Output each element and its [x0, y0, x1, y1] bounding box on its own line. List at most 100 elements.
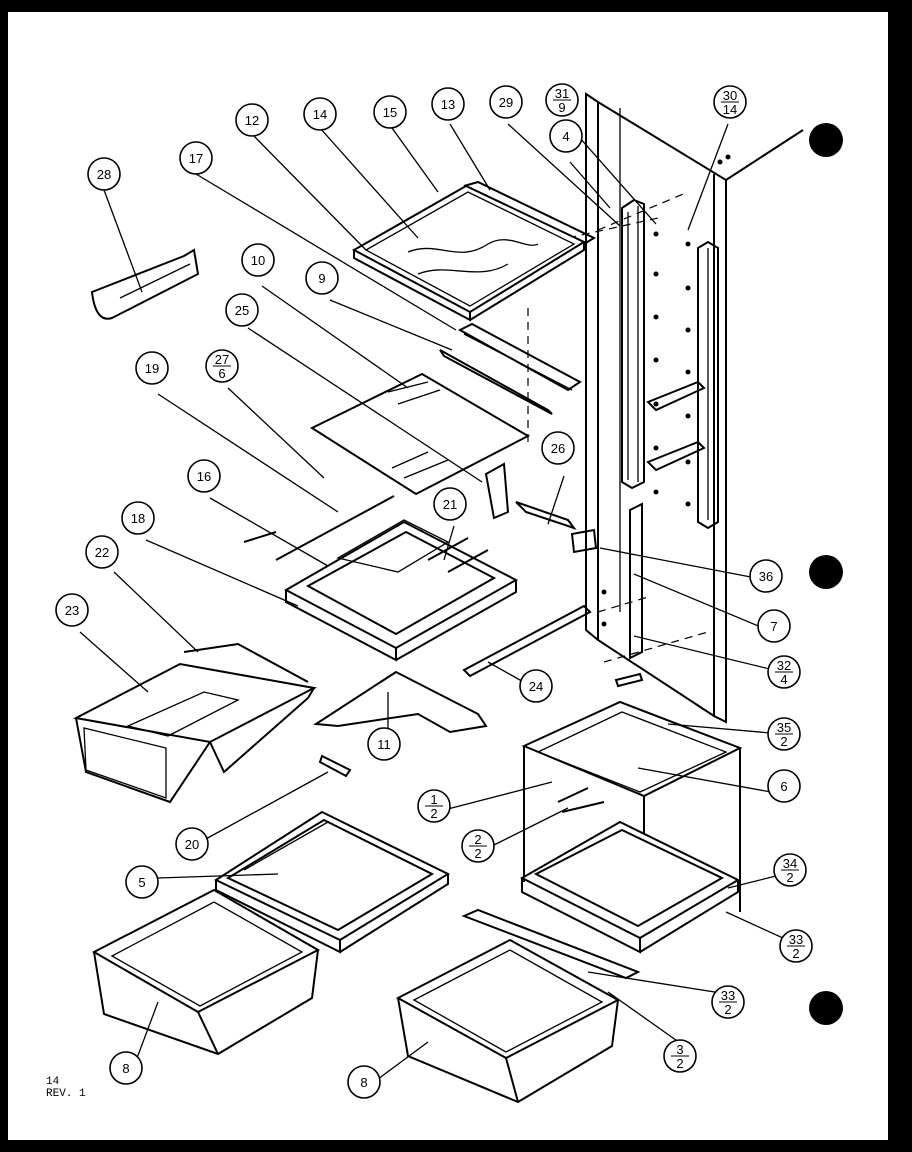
- svg-text:33: 33: [789, 932, 803, 947]
- callout: 23: [55, 593, 89, 627]
- svg-text:2: 2: [792, 946, 799, 961]
- callout: 29: [489, 85, 523, 119]
- callout: 19: [135, 351, 169, 385]
- shelf-ladder-rail: [621, 198, 719, 660]
- svg-text:14: 14: [723, 102, 737, 117]
- svg-text:19: 19: [145, 361, 159, 376]
- callout: 16: [187, 459, 221, 493]
- shelf-slide-bracket: [484, 462, 598, 554]
- svg-text:2: 2: [474, 832, 481, 847]
- lower-left-shelf: [213, 810, 451, 954]
- shelf-rail-assembly: [439, 322, 582, 415]
- callout: 22: [461, 829, 495, 863]
- svg-text:32: 32: [777, 658, 791, 673]
- callout: 22: [85, 535, 119, 569]
- leader-lines: [79, 119, 797, 1089]
- svg-text:5: 5: [138, 875, 145, 890]
- svg-text:15: 15: [383, 105, 397, 120]
- svg-text:2: 2: [786, 870, 793, 885]
- drawer-slide-rail: [462, 604, 592, 678]
- svg-text:25: 25: [235, 303, 249, 318]
- svg-text:10: 10: [251, 253, 265, 268]
- svg-text:13: 13: [441, 97, 455, 112]
- cabinet-side-wall: [585, 92, 804, 724]
- callout: 5: [125, 865, 159, 899]
- svg-text:22: 22: [95, 545, 109, 560]
- callout: 15: [373, 95, 407, 129]
- svg-text:35: 35: [777, 720, 791, 735]
- page-number: 14: [46, 1076, 60, 1088]
- punch-hole: [809, 123, 843, 157]
- svg-text:20: 20: [185, 837, 199, 852]
- svg-text:33: 33: [721, 988, 735, 1003]
- svg-text:21: 21: [443, 497, 457, 512]
- callout: 24: [519, 669, 553, 703]
- svg-text:9: 9: [558, 100, 565, 115]
- svg-text:1: 1: [430, 792, 437, 807]
- revision-label: REV. 1: [46, 1088, 86, 1100]
- callout: 276: [205, 349, 239, 383]
- svg-text:2: 2: [724, 1002, 731, 1017]
- callout: 18: [121, 501, 155, 535]
- svg-text:27: 27: [215, 352, 229, 367]
- lower-right-compartment: [519, 700, 743, 954]
- svg-text:14: 14: [313, 107, 327, 122]
- crisper-pan-left: [91, 888, 321, 1056]
- svg-text:18: 18: [131, 511, 145, 526]
- callout: 20: [175, 827, 209, 861]
- crisper-pan-right: [395, 938, 621, 1104]
- callout: 14: [303, 97, 337, 131]
- svg-text:9: 9: [318, 271, 325, 286]
- punch-hole: [809, 555, 843, 589]
- pan-drawer: [72, 642, 318, 804]
- svg-text:7: 7: [770, 619, 777, 634]
- svg-text:30: 30: [723, 88, 737, 103]
- callout: 324: [767, 655, 801, 689]
- svg-text:16: 16: [197, 469, 211, 484]
- spacer-part: [318, 754, 352, 778]
- callout: 17: [179, 141, 213, 175]
- callout: 8: [347, 1065, 381, 1099]
- upper-shelf-assembly: [351, 180, 597, 322]
- callout: 332: [711, 985, 745, 1019]
- svg-text:3: 3: [676, 1042, 683, 1057]
- glass-shelf: [309, 372, 531, 496]
- callout: 9: [305, 261, 339, 295]
- callout: 7: [757, 609, 791, 643]
- svg-text:31: 31: [555, 86, 569, 101]
- svg-text:29: 29: [499, 95, 513, 110]
- svg-text:6: 6: [218, 366, 225, 381]
- drawer-slide-rail-lower: [461, 908, 641, 980]
- svg-text:24: 24: [529, 679, 543, 694]
- svg-text:23: 23: [65, 603, 79, 618]
- clip-part: [614, 672, 644, 688]
- callout: 26: [541, 431, 575, 465]
- svg-text:2: 2: [474, 846, 481, 861]
- callout: 332: [779, 929, 813, 963]
- callout: 21: [433, 487, 467, 521]
- crisper-cover-frame: [243, 495, 519, 662]
- svg-text:8: 8: [122, 1061, 129, 1076]
- callout: 319: [545, 83, 579, 117]
- svg-text:36: 36: [759, 569, 773, 584]
- callout: 32: [663, 1039, 697, 1073]
- callout: 28: [87, 157, 121, 191]
- svg-text:8: 8: [360, 1075, 367, 1090]
- svg-text:26: 26: [551, 441, 565, 456]
- punch-hole: [809, 991, 843, 1025]
- callout: 11: [367, 727, 401, 761]
- svg-text:4: 4: [780, 672, 787, 687]
- svg-text:2: 2: [780, 734, 787, 749]
- callout: 36: [749, 559, 783, 593]
- callout: 8: [109, 1051, 143, 1085]
- svg-text:17: 17: [189, 151, 203, 166]
- callout: 352: [767, 717, 801, 751]
- svg-text:12: 12: [245, 113, 259, 128]
- callout: 342: [773, 853, 807, 887]
- svg-text:34: 34: [783, 856, 797, 871]
- dairy-door-handle: [90, 248, 200, 320]
- svg-text:2: 2: [430, 806, 437, 821]
